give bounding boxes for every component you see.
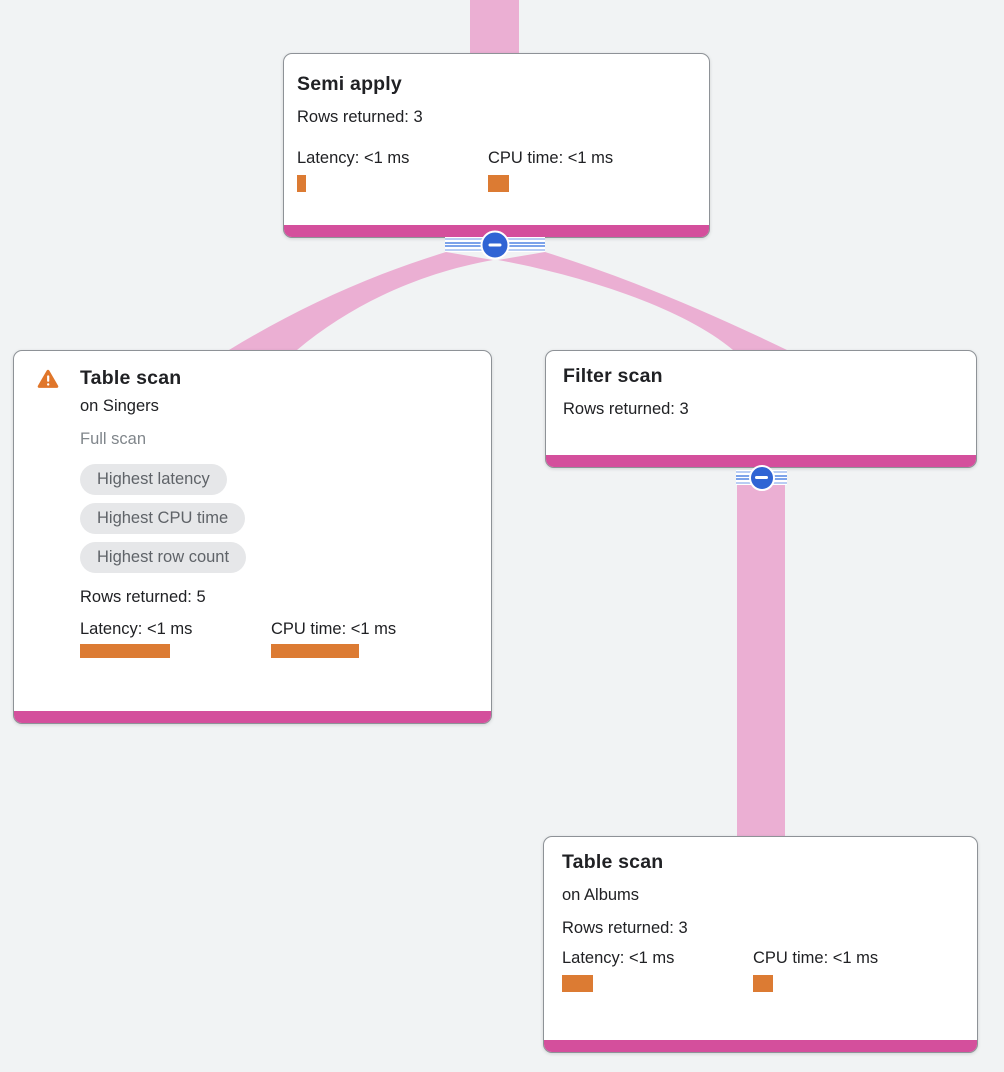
edge-filter-scan-to-table-scan-albums (737, 470, 785, 836)
cpu-time-metric: CPU time: <1 ms (488, 149, 679, 192)
latency-metric: Latency: <1 ms (80, 620, 271, 658)
latency-label: Latency: <1 ms (562, 949, 675, 967)
edge-semi-apply-to-table-scan-singers (229, 252, 493, 350)
latency-label: Latency: <1 ms (297, 149, 410, 167)
cpu-time-label: CPU time: <1 ms (488, 149, 614, 167)
collapse-button[interactable] (748, 464, 775, 491)
badge-highest-cpu-time: Highest CPU time (80, 503, 246, 534)
minus-icon (755, 476, 768, 479)
scan-target-text: on Albums (562, 886, 640, 904)
cpu-time-metric: CPU time: <1 ms (753, 949, 944, 992)
latency-metric: Latency: <1 ms (297, 149, 488, 192)
edge-semi-apply-to-filter-scan (498, 252, 787, 350)
latency-bar (297, 175, 306, 192)
scan-target-text: on Singers (80, 397, 159, 415)
node-header: Table scan (37, 367, 475, 390)
node-title: Table scan (80, 367, 182, 389)
metrics-row: Latency: <1 ms CPU time: <1 ms (297, 149, 693, 192)
node-accent-bar (544, 1040, 977, 1052)
node-card-filter-scan[interactable]: Filter scan Rows returned: 3 (545, 350, 977, 468)
node-title: Table scan (562, 851, 664, 873)
edge-root-to-semi-apply (470, 0, 519, 55)
rows-returned-text: Rows returned: 3 (562, 919, 688, 937)
metrics-row: Latency: <1 ms CPU time: <1 ms (80, 620, 475, 658)
cpu-time-bar (271, 644, 359, 658)
latency-metric: Latency: <1 ms (562, 949, 753, 992)
node-accent-bar (546, 455, 976, 467)
scan-type-text: Full scan (80, 430, 147, 448)
metrics-row: Latency: <1 ms CPU time: <1 ms (562, 949, 961, 992)
latency-bar (562, 975, 593, 992)
minus-icon (488, 243, 502, 246)
latency-label: Latency: <1 ms (80, 620, 193, 638)
node-title: Semi apply (297, 73, 402, 95)
warning-icon (37, 369, 59, 388)
node-card-semi-apply[interactable]: Semi apply Rows returned: 3 Latency: <1 … (283, 53, 710, 238)
node-card-table-scan-singers[interactable]: Table scan on Singers Full scan Highest … (13, 350, 492, 724)
cpu-time-metric: CPU time: <1 ms (271, 620, 462, 658)
rows-returned-text: Rows returned: 3 (563, 400, 689, 418)
collapse-control-filter-scan (736, 464, 787, 491)
node-accent-bar (14, 711, 491, 723)
badge-highest-latency: Highest latency (80, 464, 227, 495)
rows-returned-text: Rows returned: 5 (80, 588, 206, 606)
cpu-time-label: CPU time: <1 ms (753, 949, 879, 967)
node-card-table-scan-albums[interactable]: Table scan on Albums Rows returned: 3 La… (543, 836, 978, 1053)
node-title: Filter scan (563, 365, 663, 387)
cpu-time-bar (488, 175, 509, 192)
cpu-time-label: CPU time: <1 ms (271, 620, 397, 638)
collapse-button[interactable] (480, 230, 510, 259)
badge-highest-row-count: Highest row count (80, 542, 247, 573)
cpu-time-bar (753, 975, 773, 992)
node-body: on Singers Full scan Highest latency Hig… (80, 390, 475, 658)
latency-bar (80, 644, 170, 658)
rows-returned-text: Rows returned: 3 (297, 108, 423, 126)
collapse-control-semi-apply (445, 230, 545, 259)
